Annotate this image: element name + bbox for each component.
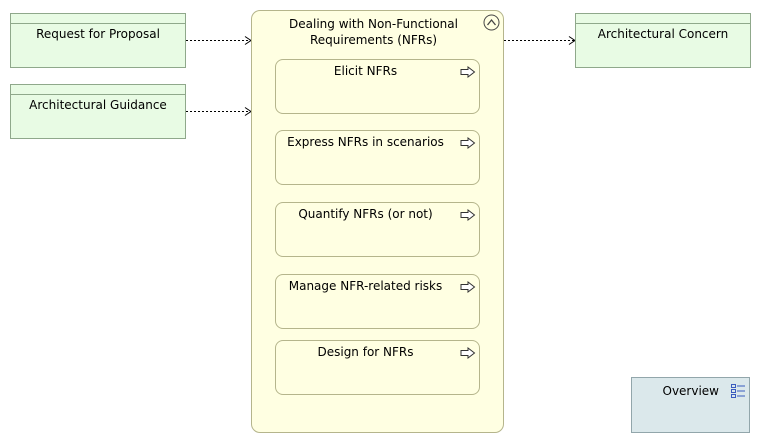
- process-step-elicit-nfrs[interactable]: Elicit NFRs: [275, 59, 480, 114]
- business-object-label: Request for Proposal: [36, 27, 160, 41]
- arrow-right-icon: [460, 209, 476, 221]
- business-object-architectural-guidance[interactable]: Architectural Guidance: [10, 84, 186, 139]
- process-step-label: Manage NFR-related risks: [288, 279, 443, 293]
- overview-label: Overview: [662, 384, 720, 398]
- process-step-label: Design for NFRs: [317, 345, 414, 359]
- business-object-band: [11, 14, 185, 24]
- arrow-right-icon: [460, 66, 476, 78]
- process-step-manage-risks[interactable]: Manage NFR-related risks: [275, 274, 480, 329]
- process-step-express-nfrs[interactable]: Express NFRs in scenarios: [275, 130, 480, 185]
- process-step-quantify-nfrs[interactable]: Quantify NFRs (or not): [275, 202, 480, 257]
- business-object-band: [576, 14, 750, 24]
- process-title: Dealing with Non-Functional Requirements…: [289, 17, 458, 47]
- business-object-band: [11, 85, 185, 95]
- arrow-right-icon: [460, 347, 476, 359]
- arrow-right-icon: [460, 281, 476, 293]
- process-container[interactable]: Dealing with Non-Functional Requirements…: [251, 10, 504, 433]
- chevron-up-icon[interactable]: [483, 14, 500, 31]
- overview-button[interactable]: Overview: [631, 377, 750, 433]
- business-object-label: Architectural Concern: [597, 27, 729, 41]
- process-step-label: Express NFRs in scenarios: [287, 135, 444, 149]
- process-step-design-for-nfrs[interactable]: Design for NFRs: [275, 340, 480, 395]
- business-object-architectural-concern[interactable]: Architectural Concern: [575, 13, 751, 68]
- process-step-label: Elicit NFRs: [333, 64, 398, 78]
- business-object-label: Architectural Guidance: [29, 98, 167, 112]
- process-step-label: Quantify NFRs (or not): [298, 207, 433, 221]
- list-view-icon: [731, 384, 745, 398]
- business-object-request-for-proposal[interactable]: Request for Proposal: [10, 13, 186, 68]
- arrow-right-icon: [460, 137, 476, 149]
